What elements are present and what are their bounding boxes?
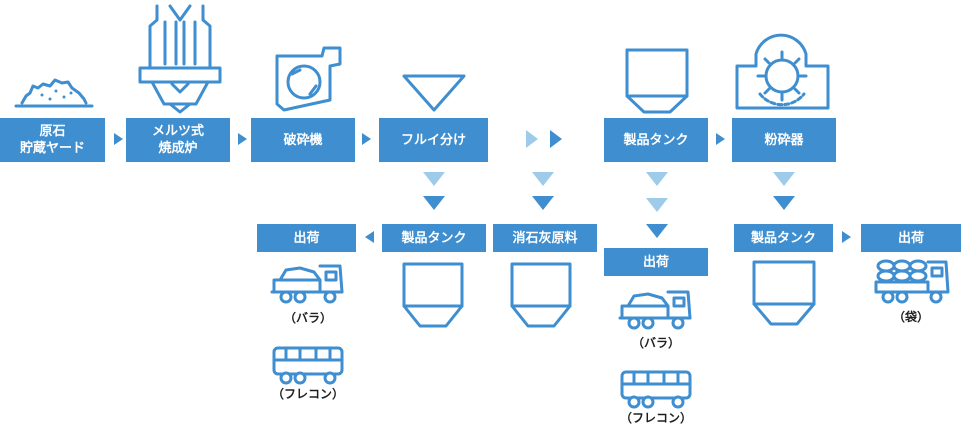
dump-truck-icon — [618, 290, 692, 330]
bag-truck-icon — [874, 259, 950, 304]
arrow-down-icon — [646, 172, 668, 186]
arrow-right-icon — [238, 133, 247, 145]
arrow-right-icon — [716, 133, 725, 145]
arrow-down-icon — [532, 196, 554, 210]
bagged-right-caption: （袋） — [892, 310, 929, 324]
bulk-left-caption: （バラ） — [283, 311, 332, 325]
shipping-center-box: 出荷 — [604, 248, 708, 276]
crusher-box: 破砕機 — [251, 118, 355, 162]
tank-icon — [752, 260, 816, 326]
arrow-right-icon — [842, 231, 851, 243]
arrow-down-icon — [646, 198, 668, 212]
tank-icon — [402, 262, 464, 328]
arrow-right-icon — [526, 130, 538, 148]
pulverizer-box: 粉砕器 — [732, 118, 836, 162]
kiln-box: メルツ式 焼成炉 — [126, 118, 230, 162]
arrow-down-icon — [646, 224, 668, 238]
arrow-down-icon — [423, 172, 445, 186]
dump-truck-icon — [270, 264, 344, 304]
raw-stone-yard-box: 原石 貯蔵ヤード — [0, 118, 105, 162]
arrow-down-icon — [773, 196, 795, 210]
arrow-down-icon — [532, 172, 554, 186]
arrow-right-icon — [550, 130, 562, 148]
sieve-icon — [402, 74, 466, 112]
sieve-box: フルイ分け — [379, 118, 488, 162]
shipping-right-box: 出荷 — [861, 224, 961, 252]
stone-pile-icon — [14, 78, 94, 108]
flexible-container-left-caption: （フレコン） — [271, 387, 344, 401]
tank-icon — [510, 262, 572, 328]
product-tank-left-box: 製品タンク — [382, 224, 486, 252]
container-truck-icon — [620, 370, 692, 409]
arrow-down-icon — [773, 172, 795, 186]
flexible-container-center-caption: （フレコン） — [619, 411, 692, 425]
arrow-left-icon — [365, 231, 374, 243]
tank-icon — [625, 48, 689, 114]
shipping-left-box: 出荷 — [257, 224, 356, 252]
pulverizer-icon — [735, 33, 830, 110]
slaked-lime-material-box: 消石灰原料 — [493, 224, 597, 252]
kiln-icon — [138, 4, 222, 114]
arrow-down-icon — [423, 196, 445, 210]
container-truck-icon — [272, 346, 344, 385]
crusher-icon — [275, 46, 342, 112]
bulk-center-caption: （バラ） — [631, 336, 680, 350]
arrow-right-icon — [114, 133, 123, 145]
arrow-right-icon — [362, 133, 371, 145]
product-tank-main-box: 製品タンク — [604, 118, 708, 162]
product-tank-right-box: 製品タンク — [734, 224, 833, 252]
